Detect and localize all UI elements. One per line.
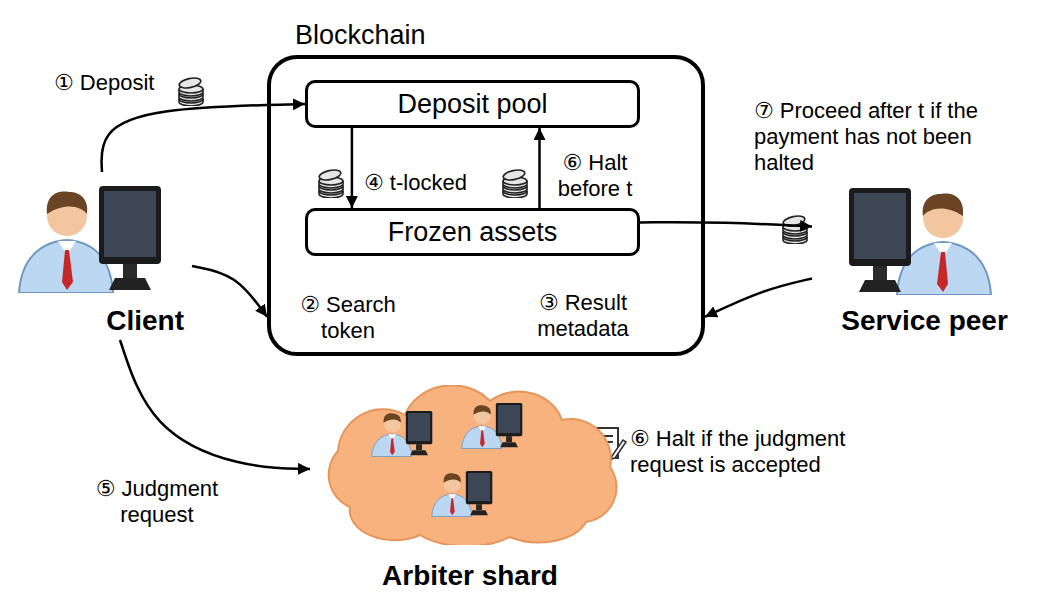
step-label: ⑤ Judgment request: [80, 476, 234, 528]
arbiter-cloud: Arbiter shard: [310, 385, 630, 595]
cloud-shape: [310, 385, 630, 545]
ledger-box: Deposit pool: [305, 80, 640, 128]
ledger-box: Frozen assets: [305, 208, 640, 256]
step-label: ③ Result metadata: [520, 290, 646, 342]
client-figure: [19, 186, 161, 293]
arbiter-figure: [432, 471, 493, 517]
flow-arrow: [120, 340, 310, 469]
flow-arrow: [640, 222, 812, 226]
step-label: ⑥ Halt before t: [548, 150, 642, 202]
node-heading: Service peer: [841, 304, 1008, 338]
actor-node: Service peer: [812, 178, 1037, 340]
arbiter-figure: [462, 403, 523, 449]
step-label: ④ t-locked: [362, 170, 469, 196]
actor-node: Client: [12, 172, 192, 340]
service-peer-figure: [849, 188, 991, 295]
box-label: Deposit pool: [397, 89, 547, 120]
coin-stack: [782, 214, 807, 244]
step-label: ① Deposit: [52, 70, 156, 96]
step-note: ⑦ Proceed after t if the payment has not…: [752, 98, 990, 176]
flow-arrow: [705, 278, 812, 316]
step-label: ② Search token: [290, 292, 406, 344]
box-label: Frozen assets: [388, 217, 558, 248]
coin-stack: [178, 76, 203, 106]
flow-arrow: [192, 266, 267, 317]
flow-arrow: [351, 128, 354, 208]
node-heading: Arbiter shard: [382, 559, 558, 593]
flow-arrow: [101, 104, 305, 172]
step-note: ⑥ Halt if the judgment request is accept…: [628, 426, 914, 478]
coin-stack: [502, 168, 527, 198]
arbiter-figure: [372, 411, 433, 457]
coin-stack: [318, 168, 343, 198]
node-heading: Blockchain: [295, 18, 426, 52]
flow-arrow: [538, 128, 541, 208]
node-heading: Client: [106, 304, 184, 338]
